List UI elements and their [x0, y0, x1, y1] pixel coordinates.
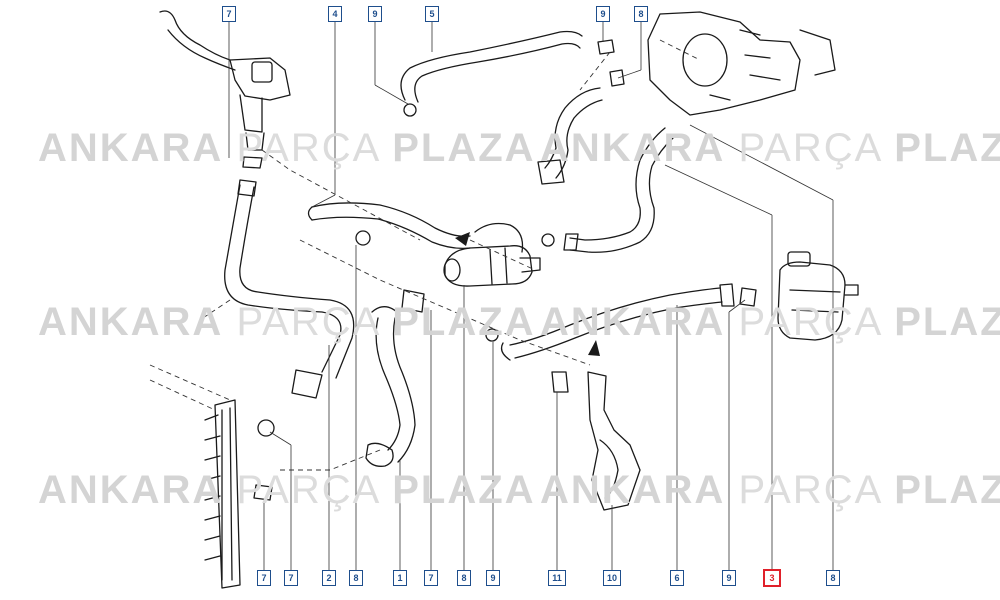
callout-bottom-7b[interactable]: 7	[284, 570, 298, 586]
expansion-tank	[777, 251, 859, 341]
top-left-valve-assembly	[159, 10, 291, 151]
engine-block	[647, 11, 836, 116]
hose-1	[365, 289, 425, 467]
direction-arrows	[455, 232, 600, 356]
callout-top-5[interactable]: 5	[425, 6, 439, 22]
callout-bottom-9a[interactable]: 9	[486, 570, 500, 586]
hose-5	[400, 30, 615, 117]
callout-top-7[interactable]: 7	[222, 6, 236, 22]
callout-bottom-10[interactable]: 10	[603, 570, 621, 586]
hose-6	[500, 283, 757, 361]
callout-top-4[interactable]: 4	[328, 6, 342, 22]
callout-top-8[interactable]: 8	[634, 6, 648, 22]
thermostat-housing	[443, 222, 541, 287]
callout-bottom-3-highlighted[interactable]: 3	[763, 569, 781, 587]
callout-top-9[interactable]: 9	[368, 6, 382, 22]
radiator	[204, 399, 241, 589]
callout-bottom-9b[interactable]: 9	[722, 570, 736, 586]
callout-bottom-7a[interactable]: 7	[257, 570, 271, 586]
callout-top-9b[interactable]: 9	[596, 6, 610, 22]
hose-4	[307, 202, 471, 250]
callout-bottom-8a[interactable]: 8	[349, 570, 363, 586]
callout-bottom-6[interactable]: 6	[670, 570, 684, 586]
clamps	[253, 230, 499, 501]
callout-leaders	[228, 22, 834, 570]
upper-s-hose	[537, 69, 625, 185]
callout-bottom-8b[interactable]: 8	[457, 570, 471, 586]
callout-bottom-1[interactable]: 1	[393, 570, 407, 586]
callout-bottom-8c[interactable]: 8	[826, 570, 840, 586]
callout-bottom-2[interactable]: 2	[322, 570, 336, 586]
hose-2	[224, 156, 355, 399]
bracket-10	[551, 371, 641, 511]
hose-8-upper	[541, 127, 674, 253]
callout-bottom-7c[interactable]: 7	[424, 570, 438, 586]
callout-bottom-11[interactable]: 11	[548, 570, 566, 586]
dashed-leaders	[149, 39, 701, 471]
